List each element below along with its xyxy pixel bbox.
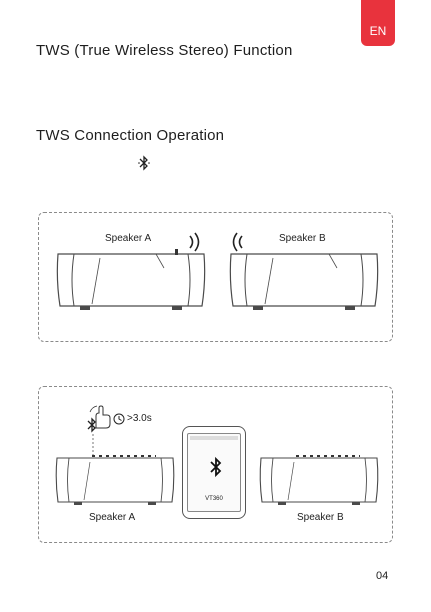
speaker-b-illustration bbox=[225, 246, 383, 314]
hold-duration-text: >3.0s bbox=[127, 413, 152, 424]
speaker-a-illustration bbox=[52, 452, 178, 508]
speaker-a-label: Speaker A bbox=[89, 512, 135, 523]
speaker-b-label: Speaker B bbox=[279, 233, 326, 244]
phone-status-bar bbox=[190, 436, 238, 440]
phone-device-name: VT360 bbox=[188, 496, 240, 502]
page-number: 04 bbox=[376, 570, 388, 582]
speaker-b-illustration bbox=[256, 452, 382, 508]
section-title-connection: TWS Connection Operation bbox=[36, 127, 224, 144]
speaker-a-illustration bbox=[52, 246, 210, 314]
bluetooth-icon bbox=[86, 416, 98, 434]
bluetooth-icon bbox=[209, 456, 223, 478]
bluetooth-icon bbox=[138, 154, 150, 172]
phone-screen: VT360 bbox=[187, 433, 241, 512]
language-label: EN bbox=[370, 24, 387, 38]
section-title-tws: TWS (True Wireless Stereo) Function bbox=[36, 42, 293, 59]
timer-icon bbox=[113, 413, 125, 425]
speaker-b-label: Speaker B bbox=[297, 512, 344, 523]
phone-illustration: VT360 bbox=[182, 426, 246, 519]
language-tab[interactable]: EN bbox=[361, 0, 395, 46]
speaker-a-label: Speaker A bbox=[105, 233, 151, 244]
sound-waves-icon bbox=[187, 232, 203, 252]
